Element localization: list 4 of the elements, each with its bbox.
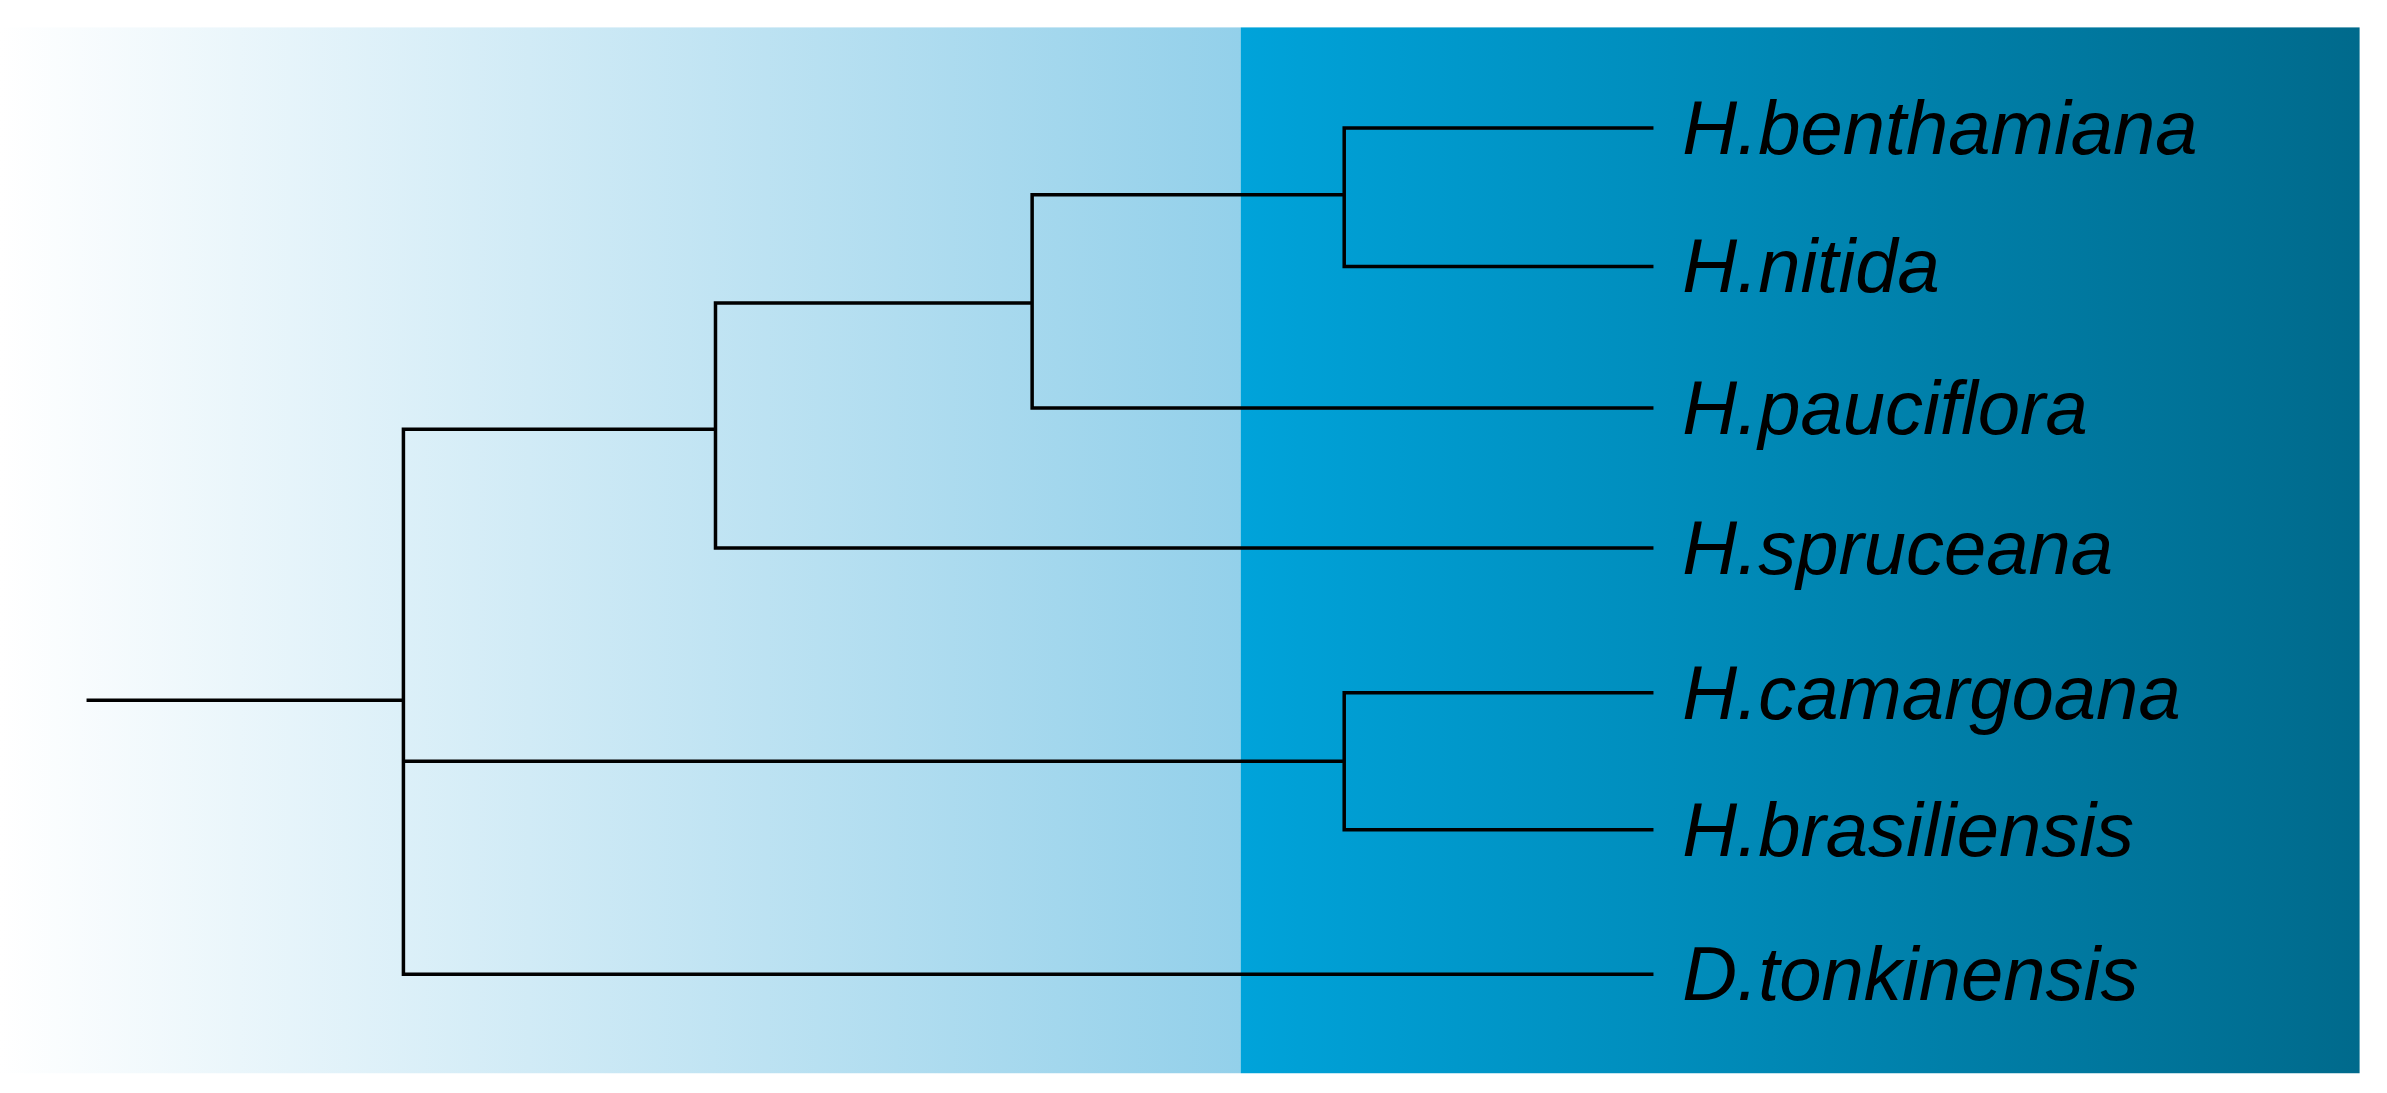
species-label: H.benthamiana [1682,89,2198,166]
species-label: D.tonkinensis [1682,936,2139,1013]
species-label: H.brasiliensis [1682,791,2135,868]
species-label: H.nitida [1682,228,1940,305]
